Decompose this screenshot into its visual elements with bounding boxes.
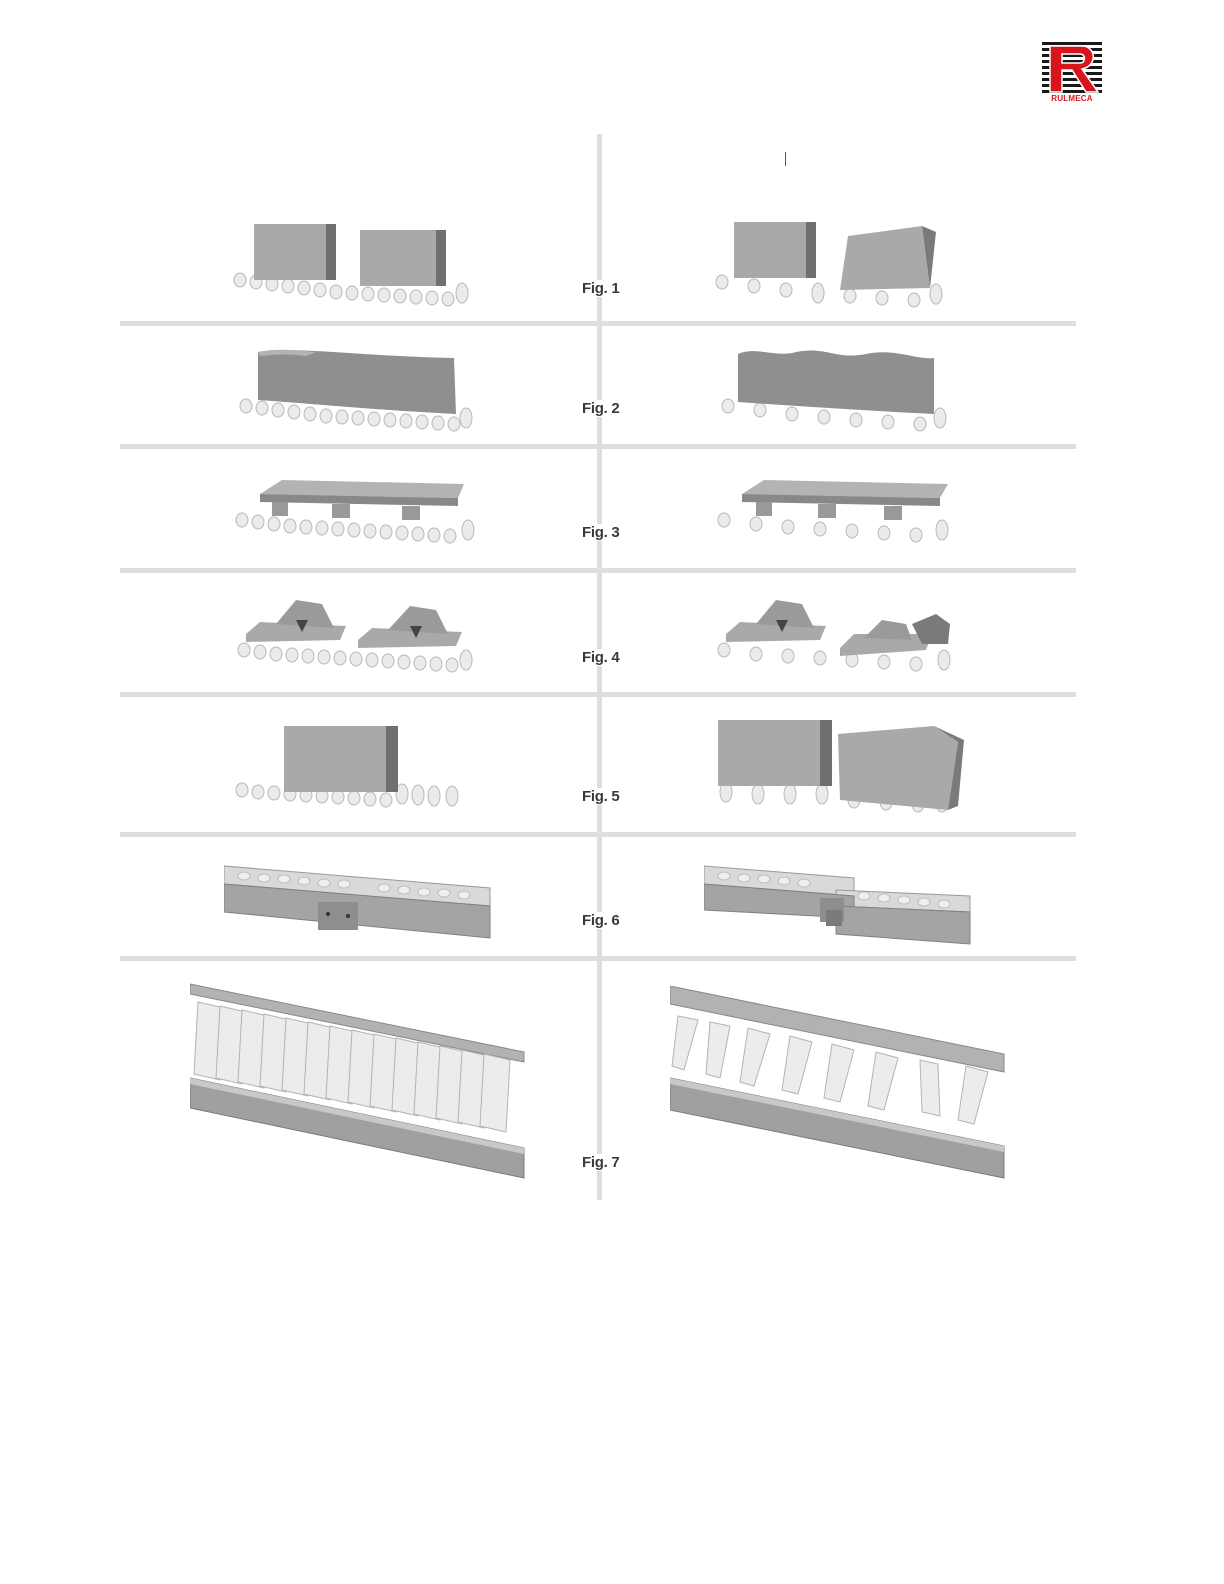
fig3-correct-illustration: [232, 474, 482, 554]
figure-caption: Fig. 5: [580, 788, 621, 805]
fig1-incorrect-illustration: [710, 218, 950, 318]
rulmeca-logo-mark: [1042, 42, 1102, 94]
fig6-correct-illustration: [224, 862, 492, 942]
figure-caption: Fig. 2: [580, 400, 621, 417]
fig2-incorrect-illustration: [716, 344, 956, 440]
fig4-correct-illustration: [236, 594, 486, 686]
figure-caption: Fig. 7: [580, 1154, 621, 1171]
figure-grid: Fig. 1 Fig. 2 Fig. 3: [120, 134, 1076, 1200]
row-divider: [120, 568, 1076, 573]
fig2-correct-illustration: [236, 344, 476, 440]
figure-caption: Fig. 1: [580, 280, 621, 297]
fig7-correct-illustration: [190, 980, 526, 1182]
figure-caption: Fig. 4: [580, 649, 621, 666]
row-divider: [120, 832, 1076, 837]
logo-wordmark: RULMECA: [1042, 94, 1102, 104]
rulmeca-logo: RULMECA: [1042, 42, 1102, 104]
fig3-incorrect-illustration: [712, 474, 962, 554]
figure-caption: Fig. 6: [580, 912, 621, 929]
fig5-correct-illustration: [232, 720, 472, 820]
fig5-incorrect-illustration: [712, 714, 972, 824]
figure-caption: Fig. 3: [580, 524, 621, 541]
row-divider: [120, 321, 1076, 326]
row-divider: [120, 956, 1076, 961]
fig1-correct-illustration: [230, 218, 470, 318]
row-divider: [120, 692, 1076, 697]
fig4-incorrect-illustration: [716, 594, 966, 686]
fig6-incorrect-illustration: [704, 862, 974, 948]
row-divider: [120, 444, 1076, 449]
fig7-incorrect-illustration: [670, 986, 1006, 1188]
text-cursor-mark: [785, 152, 786, 166]
